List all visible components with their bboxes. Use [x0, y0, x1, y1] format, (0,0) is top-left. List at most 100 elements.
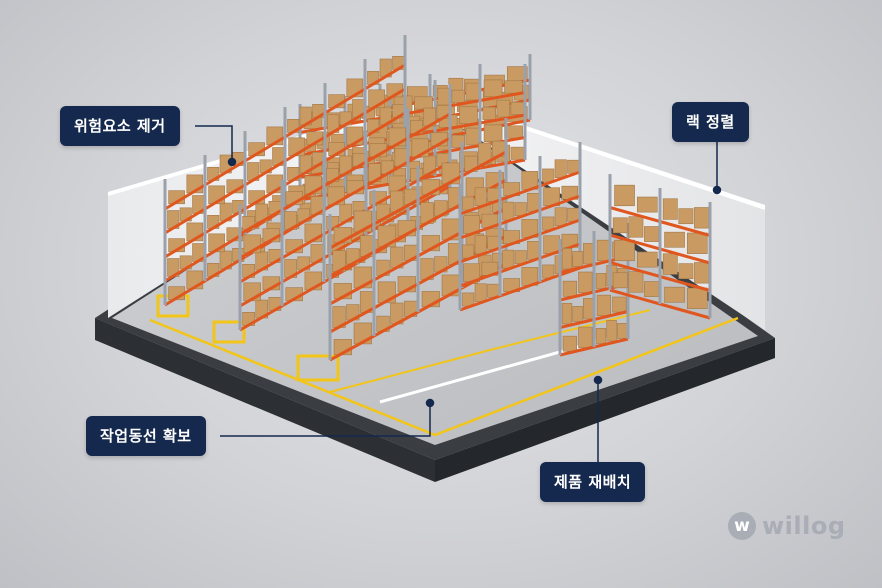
cargo-box — [612, 217, 628, 234]
rack-beam — [281, 208, 325, 236]
cargo-box — [572, 306, 583, 322]
cargo-box — [596, 294, 611, 317]
cargo-box — [662, 198, 678, 220]
rack-beam — [284, 159, 326, 187]
rack-beam — [239, 232, 283, 260]
rack-beam — [609, 288, 661, 306]
rack-beam — [244, 183, 286, 211]
rack-beam — [329, 278, 375, 306]
cargo-box — [636, 196, 658, 213]
cargo-box — [636, 251, 658, 268]
brand-logo: w willog — [728, 512, 846, 540]
rack-beam — [329, 334, 375, 362]
rack-beam — [284, 135, 326, 163]
rack-beam — [461, 150, 507, 178]
rack-beam — [479, 91, 526, 102]
brand-mark-icon: w — [728, 512, 756, 540]
rack-beam — [417, 174, 463, 202]
callout-leaders — [195, 125, 722, 462]
rack-beam — [499, 184, 541, 202]
rack-beam — [593, 337, 629, 349]
rack-beam — [164, 231, 206, 259]
cargo-box — [527, 241, 540, 260]
cargo-box — [482, 106, 496, 120]
rack-beam — [559, 290, 595, 302]
rack-beam — [407, 112, 451, 140]
rack-beam — [164, 207, 206, 235]
cargo-box — [483, 124, 503, 143]
cargo-box — [686, 232, 708, 254]
rack-beam — [593, 310, 629, 321]
cargo-box — [664, 286, 685, 303]
cargo-box — [583, 243, 594, 265]
rack-beam — [559, 345, 595, 357]
rack-beam — [479, 113, 526, 125]
rack-beam — [539, 194, 581, 212]
rack-beam — [459, 246, 501, 264]
rack-beam — [365, 160, 409, 188]
cargo-box — [612, 272, 628, 289]
rack-rows — [163, 35, 712, 362]
cargo-box — [562, 335, 577, 352]
rack-beam — [499, 280, 541, 298]
rack-beam — [434, 121, 481, 133]
rack-beam — [329, 250, 375, 278]
rack-row — [608, 174, 712, 320]
cargo-box — [578, 271, 593, 293]
cargo-box — [510, 101, 525, 115]
callout-hazard-removal: 위험요소 제거 — [60, 106, 180, 146]
cargo-box — [628, 216, 644, 238]
cargo-box — [694, 207, 709, 229]
cargo-box — [483, 79, 503, 98]
rack-beam — [281, 232, 325, 260]
rack-beam — [559, 263, 595, 274]
rack-beam — [479, 158, 526, 170]
rack-beam — [364, 111, 406, 139]
rack-beam — [329, 306, 375, 334]
floor-markings — [149, 294, 739, 437]
rack-beam — [609, 206, 661, 223]
rack-beam — [323, 160, 367, 188]
rack-beam — [373, 310, 419, 338]
cargo-box — [614, 239, 635, 262]
cargo-box — [617, 323, 628, 339]
rack-beam — [364, 63, 406, 91]
rack-beam — [659, 275, 711, 292]
rack-beam — [499, 232, 541, 250]
rack-beam — [239, 208, 283, 236]
rack-beam — [164, 183, 206, 211]
rack-beam — [459, 222, 501, 240]
cargo-box — [664, 231, 685, 248]
rack-beam — [659, 247, 711, 265]
rack-beam — [434, 144, 481, 155]
rack-beam — [373, 226, 419, 254]
cargo-box — [644, 281, 659, 297]
cargo-box — [572, 251, 583, 267]
rack-beam — [284, 111, 326, 139]
cargo-box — [694, 262, 709, 284]
rack-beam — [539, 170, 581, 188]
rack-beam — [559, 318, 595, 329]
rack-beam — [239, 256, 283, 284]
cargo-box — [465, 82, 480, 101]
rack-beam — [609, 261, 661, 278]
cargo-box — [465, 127, 480, 146]
rack-beam — [204, 159, 246, 187]
cargo-box — [451, 89, 466, 103]
rack-row — [328, 118, 508, 362]
cargo-box — [527, 193, 540, 212]
rack-beam — [417, 286, 463, 314]
rack-row — [458, 142, 582, 312]
rack-beam — [244, 159, 286, 187]
rack-beam — [281, 280, 325, 308]
cargo-box — [561, 303, 573, 325]
rack-beam — [244, 135, 286, 163]
rack-beam — [239, 304, 283, 332]
rack-beam — [329, 222, 375, 250]
callout-rack-alignment: 랙 정렬 — [672, 102, 749, 142]
rack-beam — [365, 136, 409, 164]
rack-beam — [499, 208, 541, 226]
rack-beam — [459, 270, 501, 288]
cargo-box — [414, 96, 433, 110]
cargo-box — [554, 207, 567, 227]
